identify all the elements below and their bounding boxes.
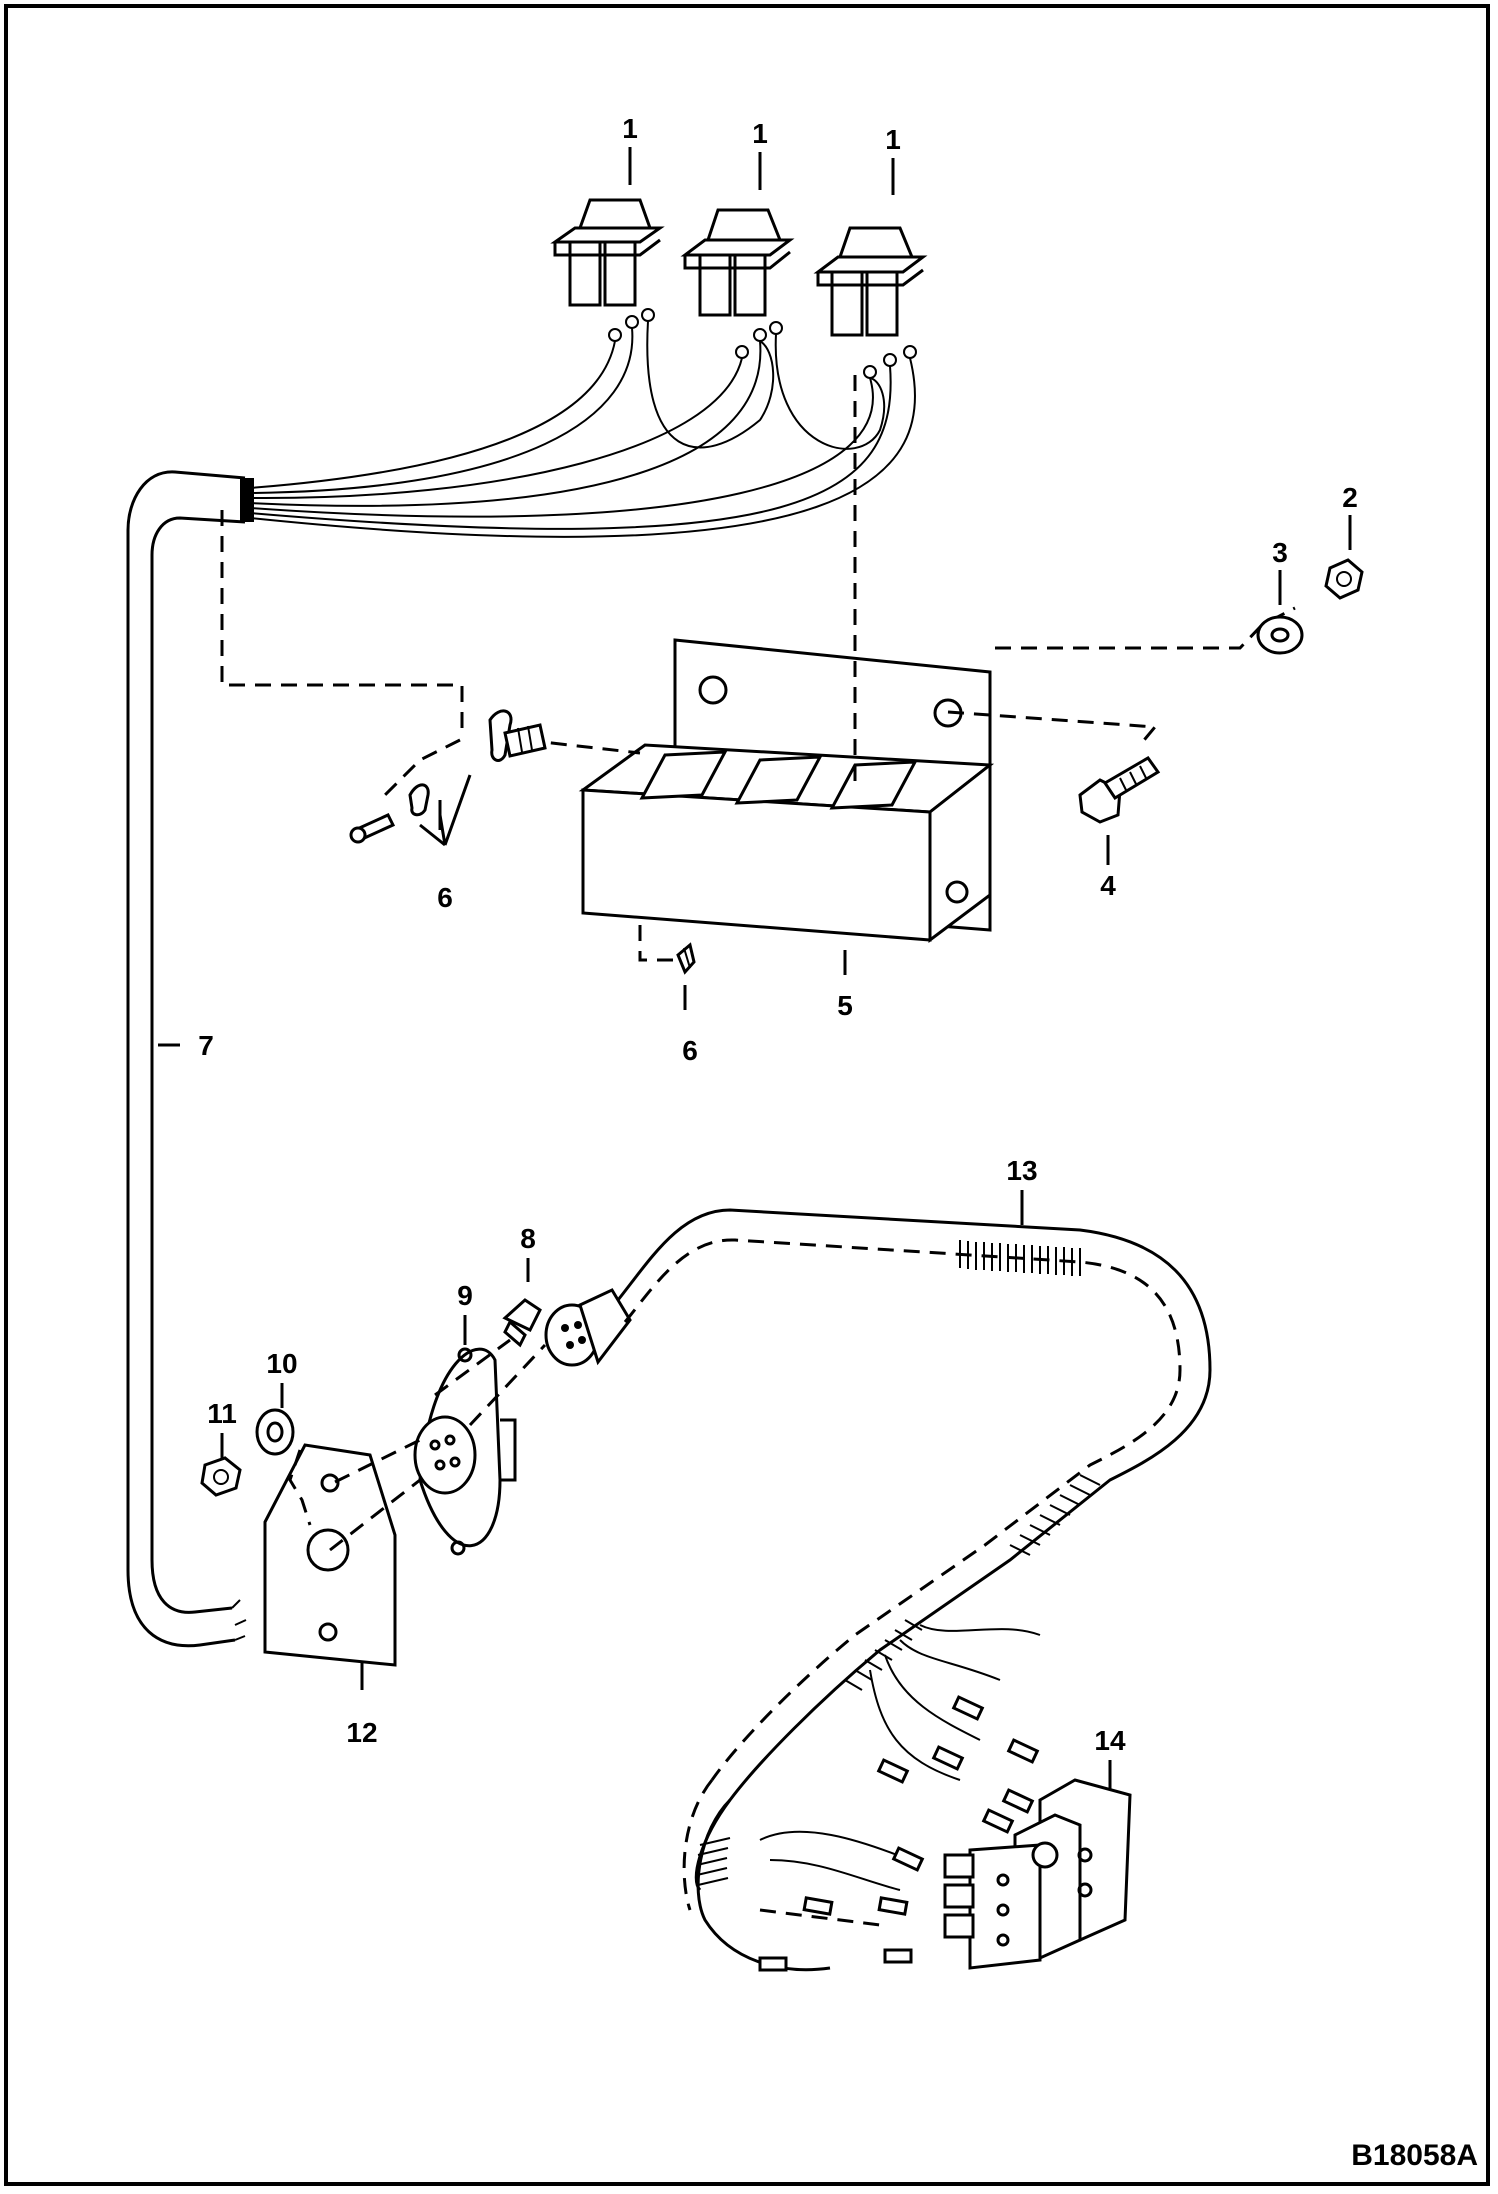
callout-5: 5 xyxy=(837,990,853,1021)
rocker-switch-1 xyxy=(550,198,665,307)
callout-6b: 6 xyxy=(682,1035,698,1066)
callout-8: 8 xyxy=(520,1223,536,1254)
figure-id: B18058A xyxy=(1351,2139,1478,2172)
bolt-4 xyxy=(1078,756,1161,824)
switch-panel xyxy=(578,638,995,943)
rocker-switch-3 xyxy=(813,226,928,337)
callout-13: 13 xyxy=(1006,1155,1037,1186)
washer-10 xyxy=(255,1408,295,1456)
switch-wires xyxy=(249,320,917,538)
callout-12: 12 xyxy=(346,1717,377,1748)
ignition-switch-14 xyxy=(943,1778,1132,1970)
mounting-bracket-12 xyxy=(263,1443,397,1667)
callout-3: 3 xyxy=(1272,537,1288,568)
callout-1a: 1 xyxy=(622,113,638,144)
plug-connector xyxy=(544,1288,632,1367)
washer-3 xyxy=(1256,615,1304,655)
callout-1b: 1 xyxy=(752,118,768,149)
harness-connectors xyxy=(758,1695,1040,1972)
cable-13 xyxy=(616,1208,1212,1892)
callout-6a: 6 xyxy=(437,882,453,913)
nut-2 xyxy=(1324,558,1364,600)
receptacle-plate-9 xyxy=(413,1347,517,1556)
cable-sleeve-coils xyxy=(844,1240,1101,1691)
screw-8 xyxy=(502,1298,542,1348)
callout-2: 2 xyxy=(1342,482,1358,513)
nut-11 xyxy=(200,1456,242,1497)
callout-10: 10 xyxy=(266,1348,297,1379)
callout-7: 7 xyxy=(198,1030,214,1061)
callout-leaders xyxy=(158,147,1352,1790)
callout-9: 9 xyxy=(457,1280,473,1311)
receptacle-dashed-lines xyxy=(288,1338,547,1552)
wire-harness xyxy=(126,470,254,1648)
callout-4: 4 xyxy=(1100,870,1116,901)
callout-1c: 1 xyxy=(885,124,901,155)
clip-6 xyxy=(349,709,547,844)
rocker-switch-2 xyxy=(680,208,795,317)
callout-14: 14 xyxy=(1094,1725,1126,1756)
screw-6b xyxy=(676,942,696,975)
callout-labels: 1 1 1 2 3 4 5 6 6 7 8 9 10 11 12 13 14 xyxy=(198,113,1358,1756)
diagram-frame xyxy=(4,4,1490,2186)
callout-11: 11 xyxy=(207,1398,237,1429)
